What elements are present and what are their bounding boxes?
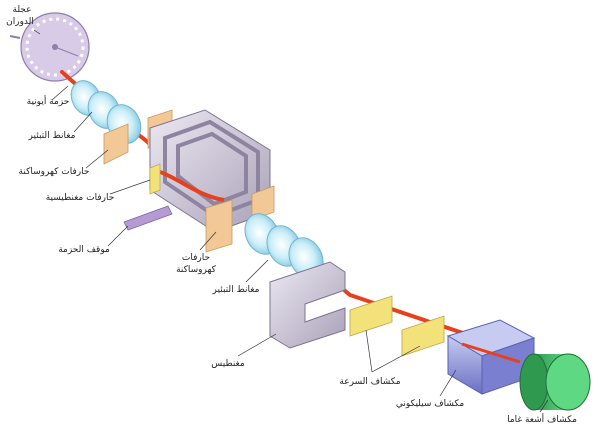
deflector-plate-c bbox=[205, 199, 233, 253]
leader-focus-2 bbox=[245, 259, 269, 283]
label-wheel-line2: الدوران bbox=[6, 17, 34, 27]
leader-gamma bbox=[539, 399, 549, 413]
velocity-detector bbox=[349, 295, 445, 357]
beam-stop bbox=[123, 205, 173, 231]
label-silicon-detector: مكشاف سيليكوني bbox=[396, 399, 465, 409]
leader-silicon bbox=[439, 369, 457, 397]
rotating-wheel bbox=[9, 12, 90, 82]
leader-electro-1 bbox=[85, 149, 109, 169]
focus-magnets-1 bbox=[70, 80, 142, 144]
label-ion-beam: حزمة أيونية bbox=[27, 95, 70, 107]
magnet-coils-inner bbox=[176, 131, 248, 207]
label-electro-deflectors-1: حارفات كهروساكنة bbox=[19, 167, 90, 177]
label-wheel-line1: عجلة bbox=[13, 5, 32, 15]
leader-focus-1 bbox=[73, 111, 93, 133]
c-magnet bbox=[269, 261, 346, 349]
beam-in-silicon bbox=[461, 342, 521, 364]
label-beam-stop: موقف الحزمة bbox=[58, 245, 110, 255]
gamma-back-face bbox=[519, 353, 549, 411]
wheel-spoke bbox=[54, 46, 79, 57]
label-magnetic-deflectors: حارفات مغنطيسية bbox=[46, 193, 115, 203]
gamma-front-face bbox=[545, 353, 591, 411]
label-gamma-detector: مكشاف أشعة غاما bbox=[507, 413, 577, 425]
labels: عجلة الدوران حزمة أيونية مغانط التبئير ح… bbox=[6, 5, 577, 425]
leader-electro-2 bbox=[199, 231, 217, 251]
leader-velocity-b bbox=[371, 345, 421, 373]
leader-wheel bbox=[33, 29, 41, 35]
label-velocity-detector: مكشاف السرعة bbox=[339, 377, 400, 387]
leader-velocity-a bbox=[365, 329, 373, 373]
leader-ion-beam bbox=[51, 85, 69, 101]
c-magnet-body bbox=[269, 261, 346, 349]
electro-deflectors-2 bbox=[205, 185, 275, 253]
leader-beam-stop bbox=[107, 225, 129, 247]
velocity-plate-b bbox=[401, 315, 445, 357]
beam-in-magnet bbox=[159, 170, 225, 202]
velocity-plate-a bbox=[349, 295, 393, 337]
deflector-plate-d bbox=[251, 185, 275, 221]
bending-magnet bbox=[149, 109, 271, 233]
leader-magnetic-deflectors bbox=[109, 179, 151, 195]
label-electro-deflectors-2-line1: حارفات bbox=[182, 253, 210, 263]
magnetic-deflector-plate bbox=[149, 163, 161, 195]
deflector-plate-a bbox=[103, 123, 129, 165]
wheel-axle bbox=[9, 35, 21, 39]
label-focus-magnets-1: مغانط التبئير bbox=[28, 131, 76, 141]
label-focus-magnets-2: مغانط التبئير bbox=[212, 285, 260, 295]
leader-magnet bbox=[237, 333, 277, 357]
label-electro-deflectors-2-line2: كهروساكنة bbox=[176, 265, 217, 275]
silicon-detector bbox=[446, 319, 536, 395]
label-magnet: مغنطيس bbox=[211, 359, 245, 369]
leader-lines bbox=[33, 29, 549, 413]
gamma-detector bbox=[519, 353, 591, 411]
wheel-targets bbox=[25, 17, 85, 77]
